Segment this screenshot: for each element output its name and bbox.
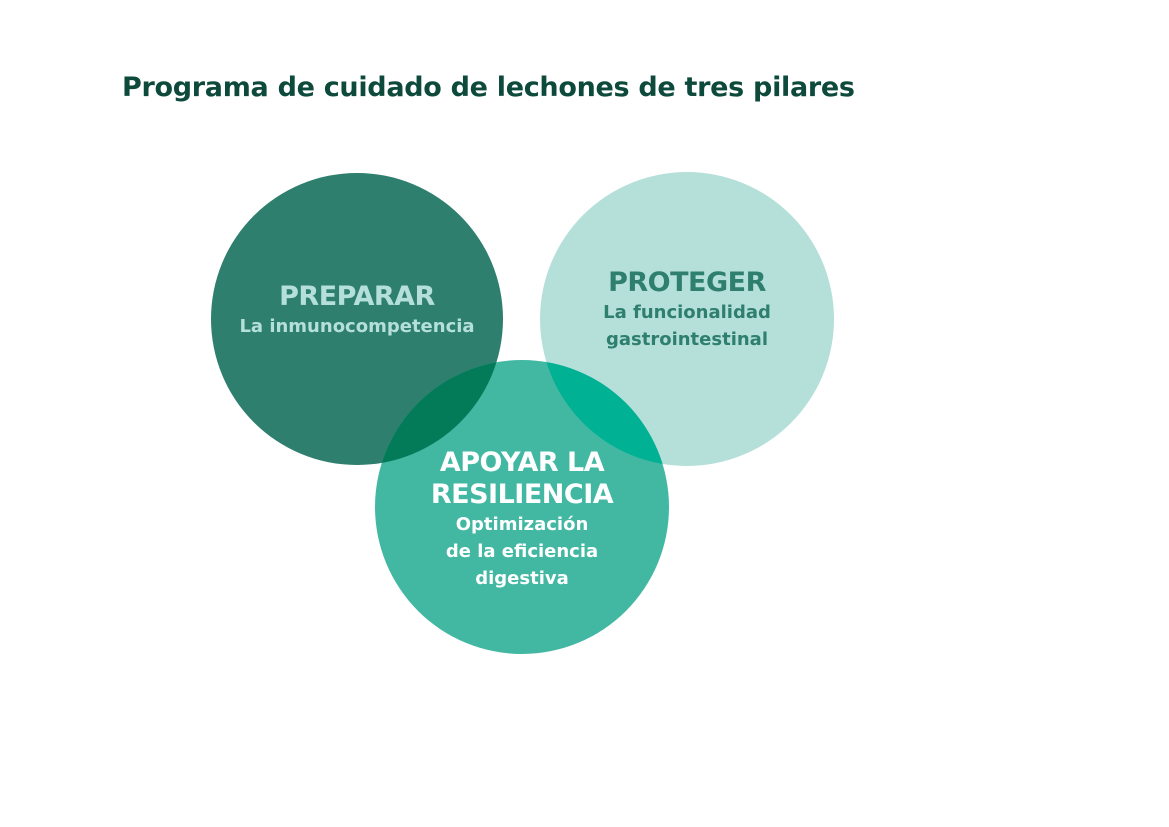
subtitle-proteger-line: gastrointestinal — [605, 329, 768, 350]
label-proteger: PROTEGER La funcionalidad gastrointestin… — [537, 267, 837, 353]
subtitle-preparar: La inmunocompetencia — [239, 316, 475, 337]
subtitle-apoyar-line: Optimización — [455, 514, 589, 535]
heading-preparar: PREPARAR — [279, 281, 435, 312]
heading-apoyar-line: RESILIENCIA — [430, 479, 614, 510]
page-title: Programa de cuidado de lechones de tres … — [122, 72, 855, 103]
circle-preparar — [211, 173, 503, 465]
heading-proteger: PROTEGER — [608, 267, 766, 298]
label-apoyar: APOYAR LA RESILIENCIA Optimización de la… — [372, 447, 672, 592]
overlap-proteger-apoyar — [540, 360, 669, 466]
heading-apoyar-line: APOYAR LA — [439, 447, 605, 478]
subtitle-apoyar-line: de la eficiencia — [445, 541, 599, 562]
label-preparar: PREPARAR La inmunocompetencia — [207, 281, 507, 340]
subtitle-proteger-line: La funcionalidad — [603, 302, 771, 323]
subtitle-apoyar-line: digestiva — [475, 568, 569, 589]
